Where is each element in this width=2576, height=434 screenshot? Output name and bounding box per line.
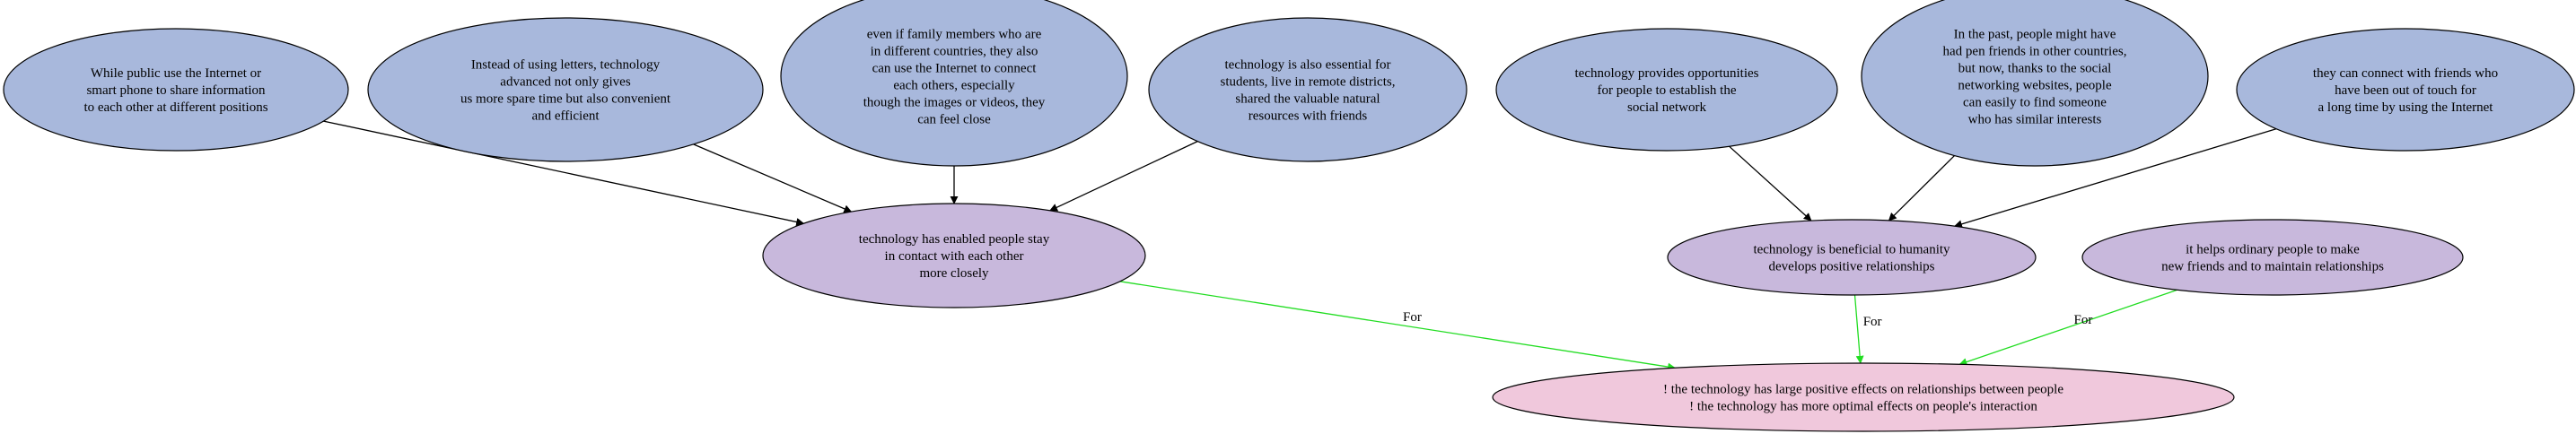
node-claim: it helps ordinary people to make new frie… — [2081, 219, 2464, 296]
node-text-line: in different countries, they also — [871, 45, 1038, 59]
node-text-line: though the images or videos, they — [863, 96, 1046, 110]
edge-label-for: For — [1403, 310, 1422, 325]
node-text-line: it helps ordinary people to make — [2186, 243, 2360, 257]
node-conclusion: ! the technology has large positive effe… — [1492, 362, 2235, 432]
node-text-line: shared the valuable natural — [1235, 92, 1380, 107]
node-ellipse-c1 — [762, 203, 1146, 308]
node-ellipse-c3 — [2081, 219, 2464, 296]
edge-n7-to-c2 — [1953, 128, 2277, 229]
edge-label-for: For — [2074, 313, 2093, 327]
node-text-line: resources with friends — [1249, 109, 1368, 124]
node-text-line: have been out of touch for — [2335, 83, 2476, 98]
node-ellipse-n6 — [1861, 0, 2209, 167]
node-text-line: but now, thanks to the social — [1958, 62, 2112, 76]
node-ellipse-n4 — [1148, 17, 1468, 162]
node-text-line: ! the technology has more optimal effect… — [1689, 400, 2037, 414]
node-text-line: social network — [1627, 100, 1706, 115]
node-ellipse-n3 — [780, 0, 1128, 167]
edge-n1-to-c1 — [323, 120, 805, 226]
node-text-line: they can connect with friends who — [2313, 66, 2498, 81]
node-text-line: advanced not only gives — [500, 75, 631, 90]
node-premise: While public use the Internet or smart ph… — [3, 28, 349, 152]
nodes-layer: While public use the Internet or smart ph… — [3, 0, 2575, 432]
node-premise: even if family members who are in differe… — [780, 0, 1128, 167]
edge-c3-to-root — [1958, 289, 2178, 366]
node-text-line: more closely — [919, 266, 989, 281]
node-text-line: In the past, people might have — [1954, 28, 2116, 42]
node-text-line: technology has enabled people stay — [859, 232, 1050, 247]
node-premise: In the past, people might have had pen fr… — [1861, 0, 2209, 167]
node-ellipse-n5 — [1495, 28, 1838, 152]
node-text-line: While public use the Internet or — [91, 66, 261, 81]
edge-c1-to-root — [1119, 281, 1677, 371]
node-text-line: technology is also essential for — [1225, 58, 1391, 73]
node-premise: technology is also essential for students… — [1148, 17, 1468, 162]
node-text-line: can feel close — [917, 113, 991, 127]
node-ellipse-n7 — [2236, 28, 2575, 152]
node-text-line: can use the Internet to connect — [872, 62, 1038, 76]
node-text-line: can easily to find someone — [1963, 96, 2107, 110]
edge-n5-to-c2 — [1729, 145, 1812, 221]
node-claim: technology has enabled people stay in con… — [762, 203, 1146, 308]
node-text-line: had pen friends in other countries, — [1943, 45, 2127, 59]
edge-n4-to-c1 — [1049, 141, 1198, 212]
node-ellipse-c2 — [1667, 219, 2037, 296]
node-premise: technology provides opportunities for peo… — [1495, 28, 1838, 152]
node-text-line: who has similar interests — [1968, 113, 2102, 127]
node-text-line: a long time by using the Internet — [2318, 100, 2494, 115]
edge-n2-to-c1 — [693, 143, 853, 213]
node-claim: technology is beneficial to humanity deve… — [1667, 219, 2037, 296]
node-premise: Instead of using letters, technology adva… — [367, 17, 764, 162]
node-text-line: each others, especially — [893, 79, 1015, 93]
edge-label-for: For — [1863, 315, 1882, 329]
node-text-line: develops positive relationships — [1769, 260, 1935, 274]
node-text-line: even if family members who are — [867, 28, 1042, 42]
edge-c2-to-root — [1853, 294, 1864, 364]
node-ellipse-root — [1492, 362, 2235, 432]
node-text-line: networking websites, people — [1958, 79, 2112, 93]
node-text-line: students, live in remote districts, — [1221, 75, 1396, 90]
node-text-line: Instead of using letters, technology — [471, 58, 661, 73]
node-text-line: new friends and to maintain relationship… — [2161, 260, 2384, 274]
node-text-line: technology is beneficial to humanity — [1753, 243, 1950, 257]
node-text-line: ! the technology has large positive effe… — [1663, 383, 2063, 397]
node-ellipse-n1 — [3, 28, 349, 152]
node-text-line: smart phone to share information — [86, 83, 266, 98]
node-text-line: in contact with each other — [885, 249, 1024, 264]
edges-layer: For For For — [323, 120, 2277, 371]
node-text-line: technology provides opportunities — [1575, 66, 1759, 81]
node-text-line: for people to establish the — [1598, 83, 1737, 98]
edge-n6-to-c2 — [1888, 155, 1955, 221]
node-text-line: us more spare time but also convenient — [460, 92, 671, 107]
node-ellipse-n2 — [367, 17, 764, 162]
node-text-line: and efficient — [531, 109, 600, 124]
node-text-line: to each other at different positions — [83, 100, 267, 115]
node-premise: they can connect with friends who have be… — [2236, 28, 2575, 152]
